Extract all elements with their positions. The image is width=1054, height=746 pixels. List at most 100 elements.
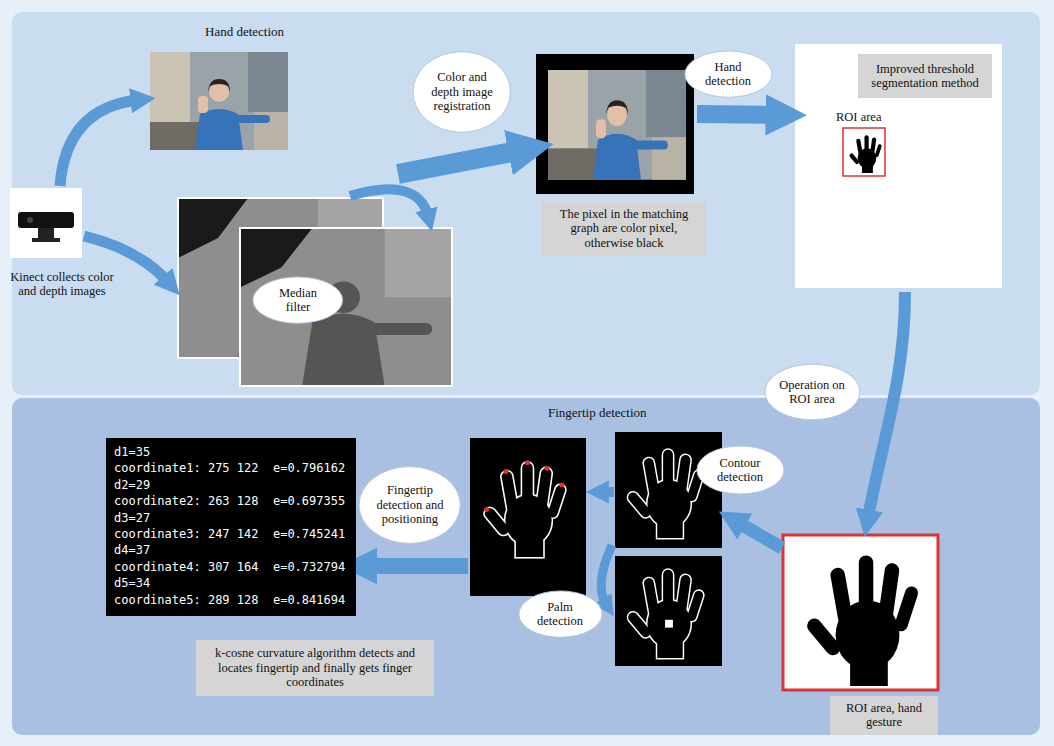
label-ellipse: Palm detection xyxy=(518,590,603,638)
console-line: coordinate4: 307 164 e=0.732794 xyxy=(114,559,348,575)
flow-arrows-part xyxy=(602,487,614,497)
flow-arrows-part xyxy=(398,150,522,174)
hand-gesture-image-part xyxy=(783,535,938,690)
flow-arrows-part xyxy=(697,114,778,115)
kinect-picture-part xyxy=(27,217,33,223)
flow-arrows-part xyxy=(350,189,428,216)
hand-gesture-image-part xyxy=(804,556,920,687)
note-box: The pixel in the matching graph are colo… xyxy=(542,202,706,255)
registered-image-part xyxy=(536,54,694,194)
flow-arrows-part xyxy=(868,292,905,518)
ellipse-shape xyxy=(684,51,771,97)
palm-image-part xyxy=(626,570,704,658)
fingertip-image-part-part xyxy=(483,463,567,558)
ellipse-shape xyxy=(696,446,783,494)
roi-image-part xyxy=(795,44,1002,288)
node-text: ROI area, hand gesture xyxy=(836,701,932,730)
fingertip-image-part-part xyxy=(504,469,509,474)
fingertip-image-part-part xyxy=(483,463,567,558)
console-line: d1=35 xyxy=(114,444,348,460)
palm-image-part-part xyxy=(665,620,673,628)
caption-label: ROI area xyxy=(836,110,896,124)
contour-image-part-part xyxy=(626,450,704,538)
depth-images-part xyxy=(240,228,452,386)
ellipse-shape xyxy=(253,277,343,323)
console-line: coordinate1: 275 122 e=0.796162 xyxy=(114,460,348,476)
flow-arrows-part xyxy=(601,545,612,604)
kinect-picture-part xyxy=(18,212,74,228)
fingertip-image xyxy=(470,438,586,596)
section-heading: Hand detection xyxy=(205,24,284,40)
palm-image xyxy=(615,556,722,666)
console-line: coordinate2: 263 128 e=0.697355 xyxy=(114,493,348,509)
node-text: Fingertip detection and positioning xyxy=(373,483,447,526)
node-text: Operation on ROI area xyxy=(777,378,846,407)
registered-image xyxy=(536,54,694,194)
color-photo xyxy=(150,52,288,150)
ellipse-shape xyxy=(359,467,460,544)
palm-image-part-part xyxy=(626,570,704,658)
console-line: d3=27 xyxy=(114,510,348,526)
label-ellipse: Operation on ROI area xyxy=(764,363,861,421)
console-line: d2=29 xyxy=(114,477,348,493)
ellipse-shape xyxy=(518,591,601,637)
label-ellipse: Color and depth image registration xyxy=(412,50,511,134)
console-line: d4=37 xyxy=(114,542,348,558)
flow-arrows-part xyxy=(737,522,782,548)
note-box: Improved threshold segmentation method xyxy=(858,54,992,98)
panel-backgrounds-part xyxy=(12,12,1040,395)
depth-images xyxy=(178,198,452,386)
section-heading: Fingertip detection xyxy=(548,405,647,421)
color-photo-part xyxy=(150,52,288,150)
label-ellipse: Median filter xyxy=(252,276,344,324)
depth-images-part xyxy=(240,228,452,386)
note-box: k-cosne curvature algorithm detects and … xyxy=(196,640,434,696)
kinect-picture-part xyxy=(32,238,60,242)
flow-arrows-part xyxy=(366,558,468,574)
hand-gesture-image xyxy=(783,535,938,690)
node-text: Improved threshold segmentation method xyxy=(864,62,986,91)
label-ellipse: Hand detection xyxy=(684,50,773,98)
fingertip-image-part xyxy=(483,460,567,557)
caption-label: Kinect collects color and depth images xyxy=(10,270,114,299)
contour-image-part-part xyxy=(626,450,704,538)
roi-image xyxy=(795,44,1002,288)
section-panel: Fingertip detection d1=35coordinate1: 275… xyxy=(12,398,1040,735)
note-box: ROI area, hand gesture xyxy=(830,696,938,735)
palm-image-part xyxy=(615,556,722,666)
console-output: d1=35coordinate1: 275 122 e=0.796162d2=2… xyxy=(106,438,356,616)
node-text: Palm detection xyxy=(530,600,590,629)
flow-arrows xyxy=(60,100,905,604)
palm-image-part-part xyxy=(626,570,704,658)
contour-image xyxy=(615,432,722,548)
ellipse-shape xyxy=(413,52,510,133)
section-panel: Hand detectionColor and depth image regi… xyxy=(12,12,1040,395)
node-text: Median filter xyxy=(265,286,330,315)
panel-backgrounds xyxy=(12,12,1040,735)
contour-image-part xyxy=(626,450,704,538)
ellipse-shape xyxy=(765,364,860,420)
node-text: k-cosne curvature algorithm detects and … xyxy=(202,646,428,689)
kinect-picture-part xyxy=(38,228,54,238)
node-text: Color and depth image registration xyxy=(426,70,497,113)
kinect-picture xyxy=(10,188,82,258)
registered-image-part xyxy=(548,70,686,180)
roi-image-part xyxy=(849,135,882,173)
fingertip-image-part xyxy=(470,438,586,596)
label-ellipse: Fingertip detection and positioning xyxy=(358,465,461,545)
fingertip-image-part-part xyxy=(559,483,564,488)
console-line: d5=34 xyxy=(114,575,348,591)
roi-image-part xyxy=(843,128,885,176)
fingertip-image-part-part xyxy=(484,507,489,512)
kinect-picture-part xyxy=(10,188,82,258)
flow-arrows-part xyxy=(60,100,138,186)
label-ellipse: Contour detection xyxy=(696,445,785,495)
fingertip-image-part-part xyxy=(525,460,530,465)
fingertip-image-part-part xyxy=(544,466,549,471)
node-text: Hand detection xyxy=(696,60,759,89)
contour-image-part xyxy=(615,432,722,548)
console-line: coordinate3: 247 142 e=0.745241 xyxy=(114,526,348,542)
node-text: Contour detection xyxy=(708,456,771,485)
console-line: coordinate5: 289 128 e=0.841694 xyxy=(114,592,348,608)
